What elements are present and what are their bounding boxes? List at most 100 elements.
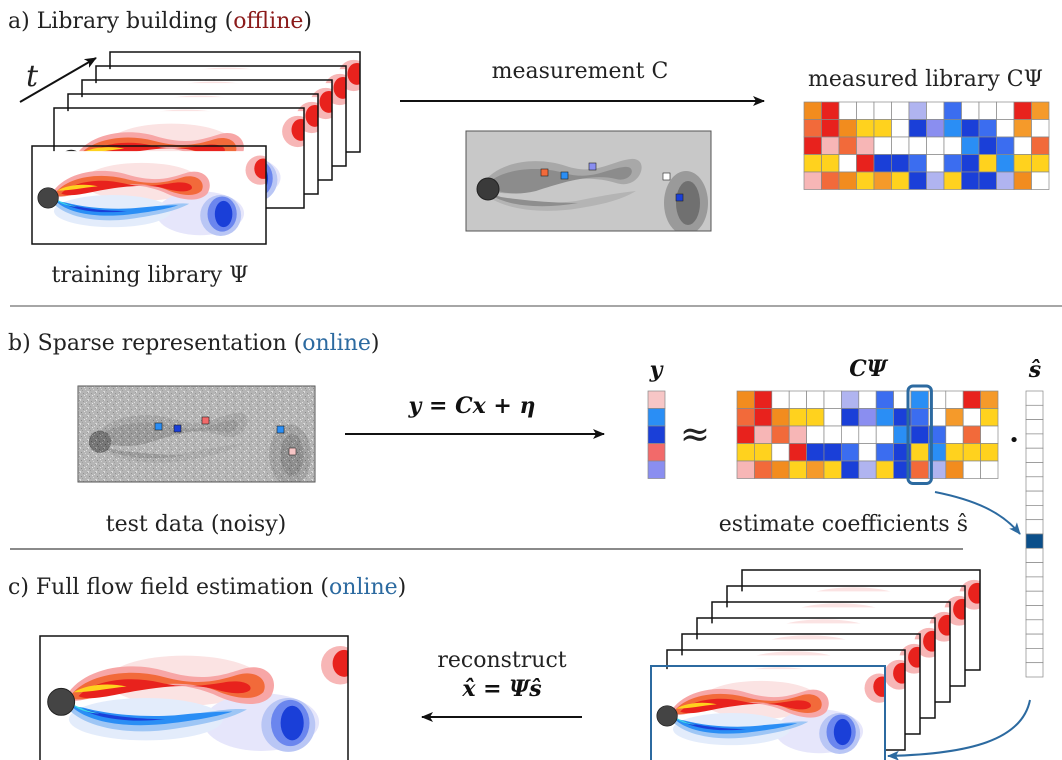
matrix-cell: [908, 154, 927, 173]
matrix-cell: [858, 425, 877, 444]
panel-b-prefix: b) Sparse representation (: [8, 331, 302, 356]
s-vector-cell: [1025, 619, 1044, 635]
matrix-cell: [961, 136, 980, 155]
matrix-cell: [771, 460, 790, 479]
y-vector-cell: [647, 408, 666, 427]
s-vector-cell: [1025, 447, 1044, 463]
matrix-cell: [771, 425, 790, 444]
s-vector: [1025, 390, 1044, 678]
sensor-marker: [276, 425, 285, 434]
matrix-cell: [873, 171, 892, 190]
matrix-cell: [838, 101, 857, 120]
library-frame-front: [31, 145, 267, 245]
matrix-cell: [910, 390, 929, 409]
matrix-cell: [996, 154, 1015, 173]
matrix-cell: [856, 154, 875, 173]
matrix-cell: [962, 425, 981, 444]
matrix-cell: [858, 408, 877, 427]
matrix-cell: [788, 425, 807, 444]
matrix-cell: [1013, 119, 1032, 138]
matrix-cell: [788, 460, 807, 479]
matrix-cell: [841, 425, 860, 444]
panel-a: a) Library building (offline) t training…: [8, 9, 1050, 288]
matrix-cell: [943, 101, 962, 120]
measurement-label: measurement C: [492, 59, 669, 84]
matrix-cell: [910, 425, 929, 444]
panel-c-suffix: ): [398, 575, 407, 600]
matrix-cell: [926, 154, 945, 173]
matrix-cell: [736, 460, 755, 479]
matrix-cell: [978, 136, 997, 155]
matrix-cell: [962, 390, 981, 409]
s-vector-cell: [1025, 505, 1044, 521]
s-vector-cell: [1025, 605, 1044, 621]
matrix-cell: [875, 460, 894, 479]
matrix-cell: [910, 443, 929, 462]
y-vector-cell: [647, 460, 666, 479]
matrix-cell: [980, 390, 999, 409]
matrix-cell: [875, 408, 894, 427]
time-label: t: [26, 59, 39, 94]
matrix-cell: [803, 119, 822, 138]
noisy-test-image: [77, 385, 316, 483]
matrix-cell: [841, 408, 860, 427]
panel-a-mode: offline: [233, 9, 303, 34]
s-vector-cell: [1025, 490, 1044, 506]
matrix-cell: [821, 101, 840, 120]
matrix-cell: [961, 101, 980, 120]
matrix-cell: [754, 443, 773, 462]
approx-symbol: ≈: [680, 414, 710, 455]
matrix-cell: [1031, 101, 1050, 120]
s-vector-cell: [1025, 547, 1044, 563]
matrix-cell: [841, 443, 860, 462]
panel-a-title: a) Library building (offline): [8, 9, 312, 34]
matrix-cell: [996, 171, 1015, 190]
matrix-cell: [926, 136, 945, 155]
matrix-cell: [858, 460, 877, 479]
s-vector-cell: [1025, 590, 1044, 606]
y-vector-label: y: [649, 357, 665, 383]
matrix-cell: [908, 101, 927, 120]
matrix-cell: [961, 119, 980, 138]
matrix-cell: [980, 408, 999, 427]
matrix-cell: [754, 408, 773, 427]
matrix-cell: [1031, 136, 1050, 155]
matrix-cell: [1013, 136, 1032, 155]
matrix-cell: [838, 136, 857, 155]
sensor-marker: [662, 172, 671, 181]
matrix-cell: [891, 101, 910, 120]
matrix-cell: [910, 460, 929, 479]
s-vector-cell: [1025, 476, 1044, 492]
sensor-marker: [540, 168, 549, 177]
sensor-marker: [675, 193, 684, 202]
panel-b-mode: online: [302, 331, 371, 356]
reconstruct-label: reconstruct: [437, 648, 566, 673]
y-vector-cell: [647, 443, 666, 462]
c-psi-label: CΨ: [849, 356, 889, 382]
matrix-cell: [803, 101, 822, 120]
s-vector-cell: [1025, 633, 1044, 649]
matrix-cell: [736, 408, 755, 427]
matrix-cell: [803, 171, 822, 190]
matrix-cell: [856, 136, 875, 155]
matrix-cell: [945, 408, 964, 427]
sensor-marker: [201, 416, 210, 425]
matrix-cell: [821, 136, 840, 155]
s-vector-cell: [1025, 648, 1044, 664]
s-vector-cell: [1025, 404, 1044, 420]
matrix-cell: [962, 408, 981, 427]
matrix-cell: [945, 460, 964, 479]
sensor-field-image: [465, 130, 712, 232]
matrix-cell: [821, 119, 840, 138]
matrix-cell: [736, 425, 755, 444]
panel-a-prefix: a) Library building (: [8, 9, 233, 34]
training-library-caption: training library Ψ: [52, 263, 249, 288]
matrix-cell: [978, 101, 997, 120]
matrix-cell: [978, 119, 997, 138]
matrix-cell: [980, 460, 999, 479]
panel-a-suffix: ): [303, 9, 312, 34]
s-vector-cell: [1025, 576, 1044, 592]
matrix-cell: [806, 408, 825, 427]
multiply-dot: •: [1009, 430, 1020, 451]
matrix-cell: [873, 101, 892, 120]
